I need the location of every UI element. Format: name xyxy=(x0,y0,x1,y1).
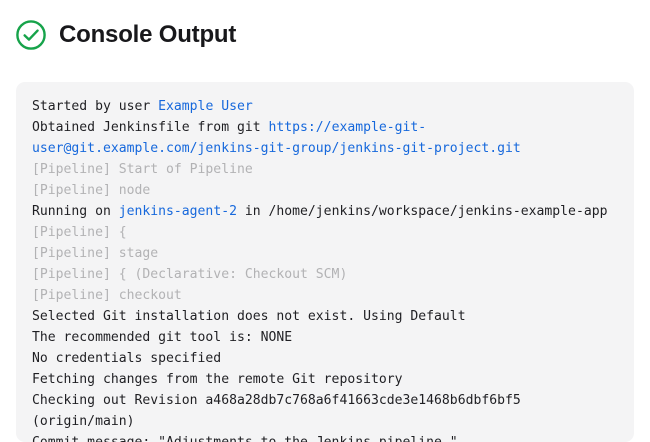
console-link[interactable]: https://example-git-user@git.example.com… xyxy=(32,120,521,156)
console-log-line: [Pipeline] stage xyxy=(32,243,618,264)
console-text: [Pipeline] checkout xyxy=(32,288,182,303)
console-log-line: Started by user Example User xyxy=(32,96,618,117)
console-text: [Pipeline] Start of Pipeline xyxy=(32,162,253,177)
console-text: No credentials specified xyxy=(32,351,222,366)
console-text: [Pipeline] node xyxy=(32,183,151,198)
console-log-line: No credentials specified xyxy=(32,348,618,369)
console-text: Fetching changes from the remote Git rep… xyxy=(32,372,403,387)
console-log-line: Commit message: "Adjustments to the Jenk… xyxy=(32,432,618,442)
console-text: [Pipeline] stage xyxy=(32,246,159,261)
console-text: Selected Git installation does not exist… xyxy=(32,309,466,324)
console-log-line: Obtained Jenkinsfile from git https://ex… xyxy=(32,117,618,159)
check-circle-icon xyxy=(16,20,46,50)
console-text: [Pipeline] { (Declarative: Checkout SCM) xyxy=(32,267,348,282)
console-text: Checking out Revision a468a28db7c768a6f4… xyxy=(32,393,529,429)
console-link[interactable]: jenkins-agent-2 xyxy=(118,204,237,219)
console-text: Obtained Jenkinsfile from git xyxy=(32,120,269,135)
console-text: [Pipeline] { xyxy=(32,225,127,240)
page-title: Console Output xyxy=(59,21,237,48)
console-text: Started by user xyxy=(32,99,159,114)
console-log-line: [Pipeline] { xyxy=(32,222,618,243)
console-text: in /home/jenkins/workspace/jenkins-examp… xyxy=(236,204,608,219)
page-header: Console Output xyxy=(0,0,650,56)
console-log-line: Running on jenkins-agent-2 in /home/jenk… xyxy=(32,201,618,222)
console-text: Commit message: "Adjustments to the Jenk… xyxy=(32,435,458,442)
console-link[interactable]: Example User xyxy=(158,99,253,114)
console-log-line: [Pipeline] checkout xyxy=(32,285,618,306)
console-log-line: [Pipeline] Start of Pipeline xyxy=(32,159,618,180)
console-log-line: Fetching changes from the remote Git rep… xyxy=(32,369,618,390)
console-log-line: [Pipeline] node xyxy=(32,180,618,201)
console-text: Running on xyxy=(32,204,119,219)
console-text: The recommended git tool is: NONE xyxy=(32,330,293,345)
console-log-line: Selected Git installation does not exist… xyxy=(32,306,618,327)
console-log-line: Checking out Revision a468a28db7c768a6f4… xyxy=(32,390,618,432)
console-log-line: The recommended git tool is: NONE xyxy=(32,327,618,348)
console-log-line: [Pipeline] { (Declarative: Checkout SCM) xyxy=(32,264,618,285)
